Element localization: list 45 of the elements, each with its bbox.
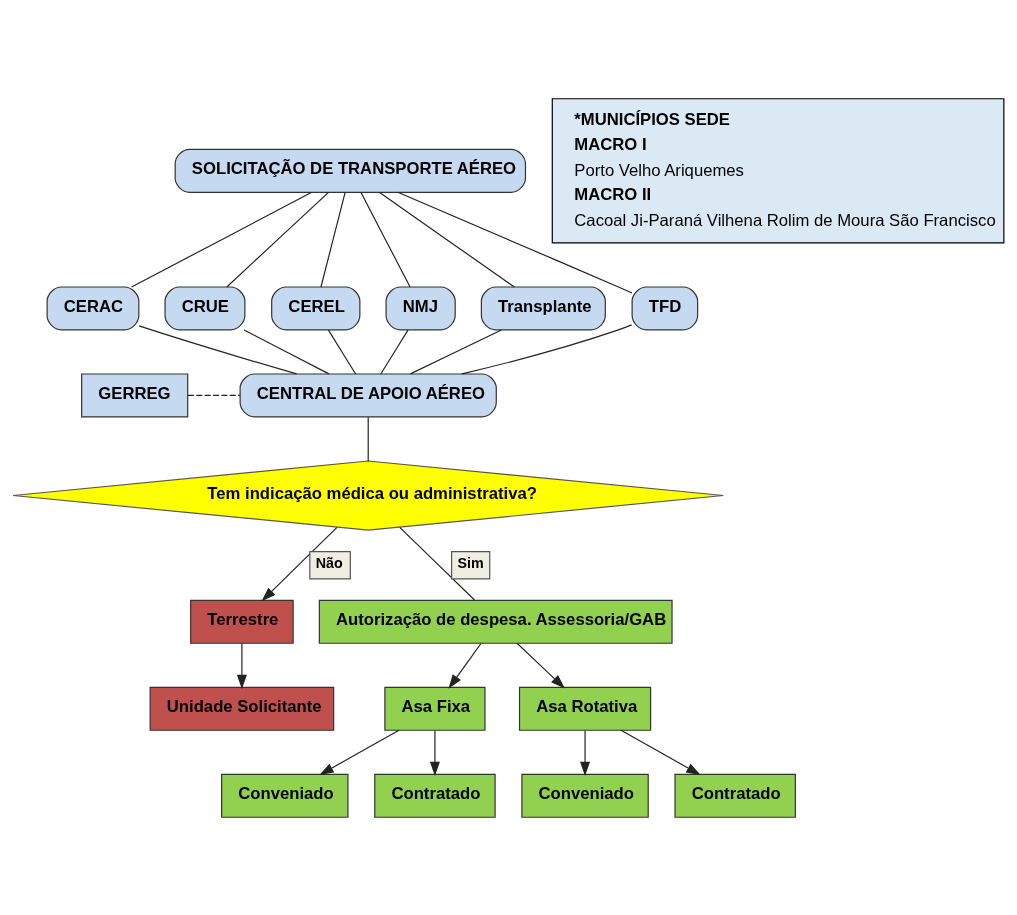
connector: [397, 191, 633, 293]
connector: [409, 328, 502, 374]
connector: [399, 526, 476, 601]
connector: [138, 324, 298, 374]
node-box: Terrestre: [190, 599, 294, 644]
connector: [243, 328, 330, 374]
arrow: [448, 642, 482, 689]
node-box: NMJ: [385, 285, 456, 330]
node-box: *MUNICÍPIOS SEDE MACRO I Porto Velho Ariquemes MACRO II Cacoal Ji-Paraná Vilhena Rolim de Moura São Francisco: [551, 97, 1005, 244]
connector: [131, 191, 312, 288]
arrow: [319, 729, 400, 775]
connector: [187, 394, 241, 396]
node-box: CENTRAL DE APOIO AÉREO: [239, 372, 497, 417]
connector: [226, 191, 329, 288]
connector: [379, 191, 515, 288]
node-box: CRUE: [164, 285, 246, 330]
connector: [367, 416, 369, 462]
node-box: Autorização de despesa. Assessoria/GAB: [318, 599, 673, 644]
node-diamond: Tem indicação médica ou administrativa?: [12, 459, 724, 531]
arrow: [516, 642, 565, 689]
arrow: [580, 729, 591, 776]
node-box: Asa Fixa: [384, 686, 486, 731]
arrow: [429, 729, 440, 776]
connector: [360, 191, 411, 288]
node-box: CEREL: [271, 285, 361, 330]
node-box: TFD: [631, 285, 699, 330]
arrow: [620, 729, 701, 775]
node-box: Contratado: [674, 773, 796, 818]
arrow: [236, 642, 247, 689]
node-box: GERREG: [81, 372, 189, 417]
connector: [320, 191, 346, 288]
arrow: [261, 526, 338, 601]
connector: [327, 329, 357, 375]
node-box: Unidade Solicitante: [149, 686, 335, 731]
edge-label: Sim: [457, 554, 484, 571]
node-box: SOLICITAÇÃO DE TRANSPORTE AÉREO: [174, 148, 527, 193]
node-box: Contratado: [374, 773, 496, 818]
edge-label: Não: [315, 554, 343, 571]
node-box: Conveniado: [221, 773, 349, 818]
connector: [380, 329, 409, 375]
node-box: Conveniado: [521, 773, 649, 818]
node-box: Transplante: [480, 285, 606, 330]
connector: [461, 323, 633, 374]
node-box: Asa Rotativa: [518, 686, 652, 731]
node-box: CERAC: [46, 285, 140, 330]
